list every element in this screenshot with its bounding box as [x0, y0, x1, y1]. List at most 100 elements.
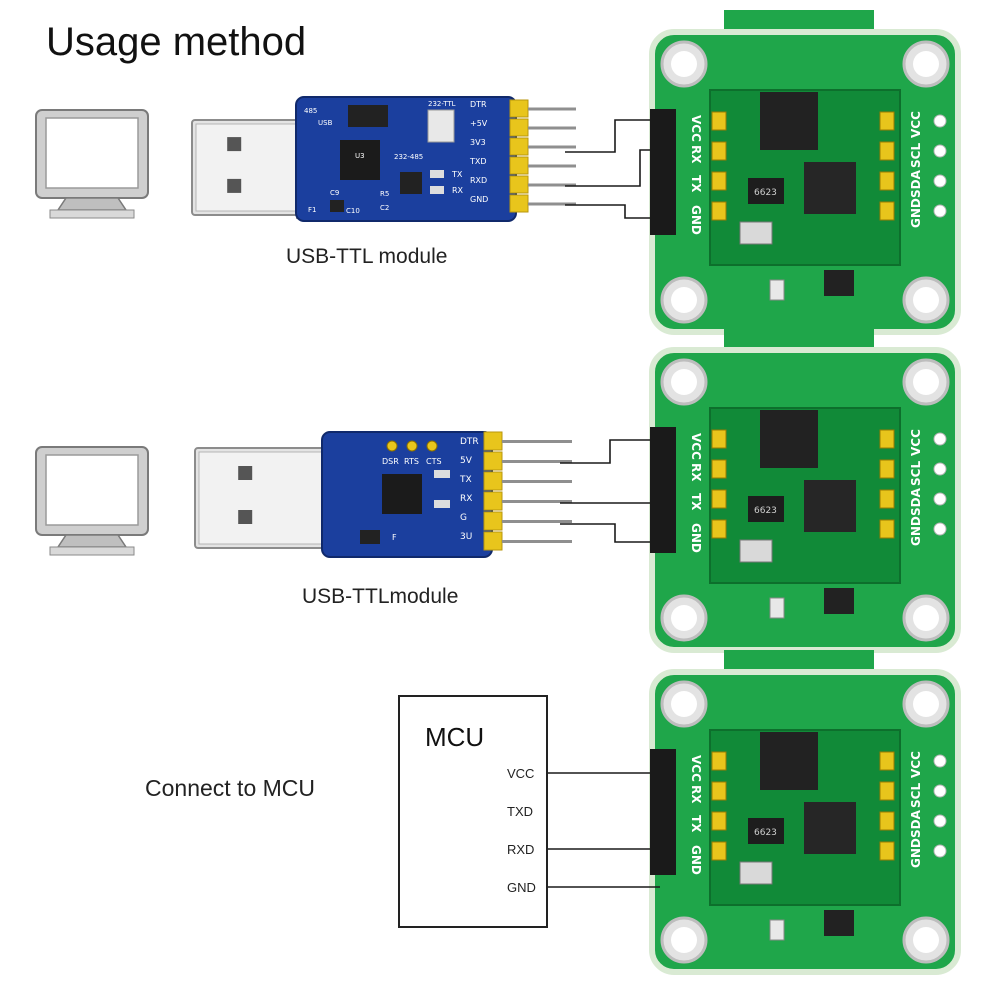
capacitor — [739, 221, 773, 245]
wire-txd-to-rx-1 — [565, 119, 650, 153]
header-pin — [502, 540, 572, 543]
header-pin — [528, 126, 576, 130]
module-pin-label: DTR — [470, 100, 487, 109]
left-solder-pad — [711, 781, 727, 801]
pin-header-cell — [483, 431, 503, 451]
pin-header-cell — [509, 137, 529, 156]
right-solder-pad — [879, 489, 895, 509]
left-pin-label: RX — [689, 785, 703, 804]
fuse — [360, 530, 380, 544]
module-silk-label: 232-TTL — [428, 100, 456, 108]
right-pin-label: VCC — [909, 429, 923, 456]
led — [434, 470, 450, 478]
header-pin — [528, 202, 576, 206]
small-chip — [400, 172, 422, 194]
left-pin-header — [650, 427, 676, 553]
left-solder-pad — [711, 459, 727, 479]
module-silk-label: F1 — [308, 206, 316, 214]
left-solder-pad — [711, 201, 727, 221]
mount-hole-center — [671, 51, 697, 77]
header-hole — [386, 440, 398, 452]
pin-header-cell — [509, 156, 529, 175]
pin-header-cell — [483, 491, 503, 511]
resistor — [769, 919, 785, 941]
mount-hole-center — [671, 605, 697, 631]
left-pin-label: TX — [689, 815, 703, 833]
module-pin-label: GND — [470, 195, 488, 204]
regulator-ic — [824, 910, 854, 936]
right-pin-label: SDA — [909, 487, 923, 516]
mount-hole-center — [671, 369, 697, 395]
monitor-stand — [56, 534, 128, 548]
led — [434, 500, 450, 508]
module-pin-label: RX — [460, 494, 472, 504]
secondary-ic — [804, 162, 856, 214]
left-solder-pad — [711, 171, 727, 191]
mount-hole-center — [913, 287, 939, 313]
right-through-hole — [933, 814, 947, 828]
resistor — [769, 597, 785, 619]
header-pin — [528, 164, 576, 168]
fuse — [330, 200, 344, 212]
right-through-hole — [933, 174, 947, 188]
pin-header-cell — [483, 471, 503, 491]
page-title: Usage method — [46, 20, 307, 64]
right-solder-pad — [879, 111, 895, 131]
mount-hole-center — [913, 691, 939, 717]
jumper — [427, 109, 455, 143]
header-hole — [406, 440, 418, 452]
left-pin-label: RX — [689, 463, 703, 482]
module-pin-label: TX — [459, 475, 472, 485]
left-pin-header — [650, 109, 676, 235]
mcu-pin-rxd: RXD — [507, 842, 535, 857]
mount-hole-center — [671, 691, 697, 717]
usb-plug-slot-top — [227, 137, 242, 152]
wire-gnd-2 — [560, 523, 650, 543]
module-pin-label: DTR — [460, 437, 479, 447]
left-solder-pad — [711, 751, 727, 771]
monitor-base — [49, 209, 135, 219]
left-pin-label: VCC — [689, 755, 703, 782]
right-through-hole — [933, 492, 947, 506]
right-solder-pad — [879, 811, 895, 831]
usb-ttl-module-caption-2: USB-TTLmodule — [302, 585, 459, 608]
mount-hole-center — [913, 605, 939, 631]
main-ic — [760, 732, 818, 790]
right-solder-pad — [879, 141, 895, 161]
left-solder-pad — [711, 141, 727, 161]
chip-label: 6623 — [754, 188, 777, 198]
right-solder-pad — [879, 841, 895, 861]
header-label: DSR — [382, 457, 399, 466]
right-pin-label: SCL — [909, 461, 923, 486]
usb-plug-2 — [194, 444, 334, 552]
right-through-hole — [933, 784, 947, 798]
monitor-base — [49, 546, 135, 556]
main-ic — [760, 92, 818, 150]
module-silk-label: C9 — [330, 189, 339, 197]
usb-plug-inner — [195, 123, 299, 212]
mcu-pin-gnd: GND — [507, 880, 536, 895]
header-pin — [502, 520, 572, 523]
right-pin-label: VCC — [909, 751, 923, 778]
header-pin — [502, 460, 572, 463]
right-pin-label: SCL — [909, 143, 923, 168]
rx-led — [430, 186, 444, 194]
module-pin-label: TXD — [469, 157, 487, 166]
header-pin — [502, 500, 572, 503]
right-through-hole — [933, 204, 947, 218]
left-pin-header — [650, 749, 676, 875]
module-silk-label: USB — [318, 119, 333, 127]
pin-header-cell — [483, 451, 503, 471]
right-through-hole — [933, 522, 947, 536]
mount-hole-center — [913, 927, 939, 953]
mount-hole-center — [913, 51, 939, 77]
pin-header-cell — [509, 194, 529, 213]
module-silk-label: C2 — [380, 204, 389, 212]
resistor — [769, 279, 785, 301]
usb-plug-1 — [191, 116, 306, 219]
chip-label: 6623 — [754, 828, 777, 838]
pin-header-cell — [509, 99, 529, 118]
header-pin — [502, 440, 572, 443]
